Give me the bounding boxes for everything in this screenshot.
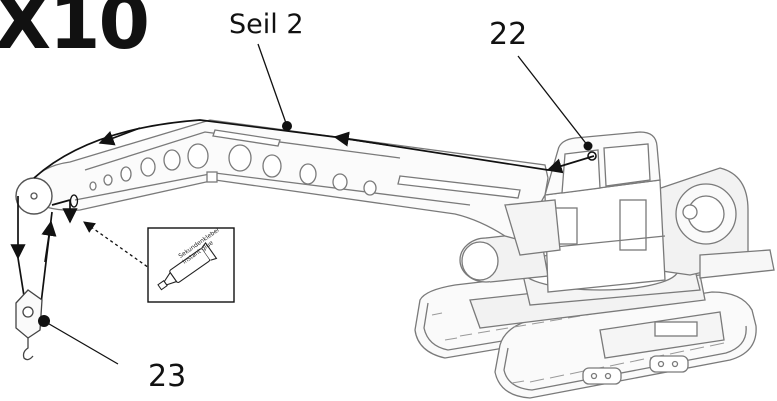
- part-23-label: 23: [148, 359, 187, 394]
- hook-block-icon: [15, 289, 50, 361]
- rope-path: [10, 119, 595, 313]
- step-number: X10: [0, 0, 150, 66]
- machine-house: [459, 131, 775, 293]
- leader-lines: [43, 43, 593, 365]
- glue-tube-icon: [147, 227, 235, 303]
- rope-label: Seil 2: [229, 9, 304, 40]
- part-22-label: 22: [489, 17, 528, 52]
